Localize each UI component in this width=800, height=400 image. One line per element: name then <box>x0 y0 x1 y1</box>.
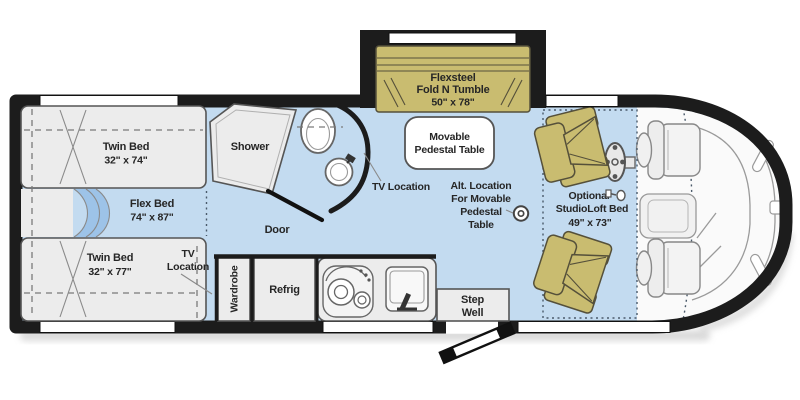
alt-location-pointer <box>505 209 514 214</box>
alt-table-mount-marker <box>512 205 530 222</box>
alt-location-label-3: Pedestal <box>460 206 502 218</box>
twin-bed-bottom-label: Twin Bed <box>87 252 133 264</box>
tv-location-bed-pointer <box>180 273 213 295</box>
tv-location-bed-label-1: TV <box>181 248 194 260</box>
flex-bed-platform <box>21 189 73 237</box>
wiper-1 <box>696 212 717 239</box>
step-well <box>436 288 510 322</box>
flex-bed-fold <box>74 189 110 237</box>
center-console <box>639 193 697 239</box>
wiper-2 <box>698 245 722 269</box>
pedestal-table-label-1: Movable <box>429 131 470 143</box>
step-well-label-2: Well <box>462 307 484 319</box>
slideout-window <box>388 32 517 44</box>
bed-area: Twin Bed 32" x 74" Flex Bed 74" x 87" Tw… <box>20 105 213 322</box>
alt-location-label-4: Table <box>468 219 494 231</box>
studioloft-label-2: StudioLoft Bed <box>556 203 628 215</box>
alt-location-label-1: Alt. Location <box>451 180 512 192</box>
step-well-label-1: Step <box>461 294 485 306</box>
tv-location-bath-pointer <box>363 152 382 182</box>
tv-location-bed-label-2: Location <box>167 261 209 273</box>
wardrobe-label: Wardrobe <box>229 265 241 312</box>
sofa-arm-left <box>383 79 399 108</box>
entry-door-opening <box>446 320 498 334</box>
entry: Step Well <box>436 288 516 365</box>
pedestal-table-label-2: Pedestal Table <box>415 144 485 156</box>
bathroom: Shower Door TV Location <box>209 100 430 236</box>
flex-bed-dims: 74" x 87" <box>130 212 173 224</box>
coach-wall-outline <box>9 94 793 334</box>
lounge-area <box>528 105 638 319</box>
hood-contour-inner <box>691 125 751 301</box>
window-bottom-right <box>517 321 671 333</box>
slideout-wall-left <box>360 30 376 108</box>
sofa-label-1: Flexsteel <box>430 72 475 84</box>
window-bottom-center <box>322 321 434 333</box>
kitchen-faucet-icon <box>399 292 411 310</box>
twin-bed-bottom-dims: 32" x 77" <box>88 266 131 278</box>
slideout-sofa: Flexsteel Fold N Tumble 50" x 78" <box>360 30 546 113</box>
refrig-label: Refrig <box>269 284 300 296</box>
window-top-right <box>545 95 619 107</box>
passenger-seat <box>635 238 701 298</box>
twin-bed-bottom <box>20 237 207 322</box>
window-bottom-left <box>39 321 176 333</box>
dinette: Movable Pedestal Table Alt. Location For… <box>404 116 530 231</box>
pedestal-table <box>404 116 495 170</box>
sofa-dims: 50" x 78" <box>431 97 474 109</box>
tv-location-bath-label: TV Location <box>372 181 430 193</box>
bath-sink <box>324 153 356 187</box>
driver-seat <box>635 120 701 180</box>
twin-bed-top-dims: 32" x 74" <box>104 155 147 167</box>
flex-bed-label: Flex Bed <box>130 198 174 210</box>
sofa-label-2: Fold N Tumble <box>417 84 490 96</box>
sofa-arm-right <box>507 79 523 108</box>
studioloft-label-1: Optional <box>569 190 610 202</box>
bathroom-wall <box>328 100 371 214</box>
twin-bed-top-label: Twin Bed <box>103 141 149 153</box>
sofa-body <box>375 45 531 113</box>
door-label: Door <box>265 224 291 236</box>
alt-location-label-2: For Movable <box>451 193 511 205</box>
cooktop <box>322 265 374 318</box>
cupholder-icon <box>605 189 626 202</box>
window-top-left <box>39 95 179 107</box>
slideout-wall-right <box>530 30 546 108</box>
toilet <box>297 108 343 154</box>
windows <box>39 95 671 333</box>
galley: Wardrobe Refrig <box>214 254 437 322</box>
studioloft-dims: 49" x 73" <box>568 217 611 229</box>
kitchen-sink <box>385 266 429 312</box>
studioloft-bed-outline <box>542 109 638 319</box>
studioloft-labels: Optional StudioLoft Bed 49" x 73" <box>556 189 628 229</box>
cab-area <box>604 107 784 321</box>
twin-bed-top <box>20 105 207 189</box>
shower-label: Shower <box>231 141 270 153</box>
entry-door-open <box>438 321 516 365</box>
shower <box>209 103 298 195</box>
bath-door-swing <box>265 188 325 223</box>
